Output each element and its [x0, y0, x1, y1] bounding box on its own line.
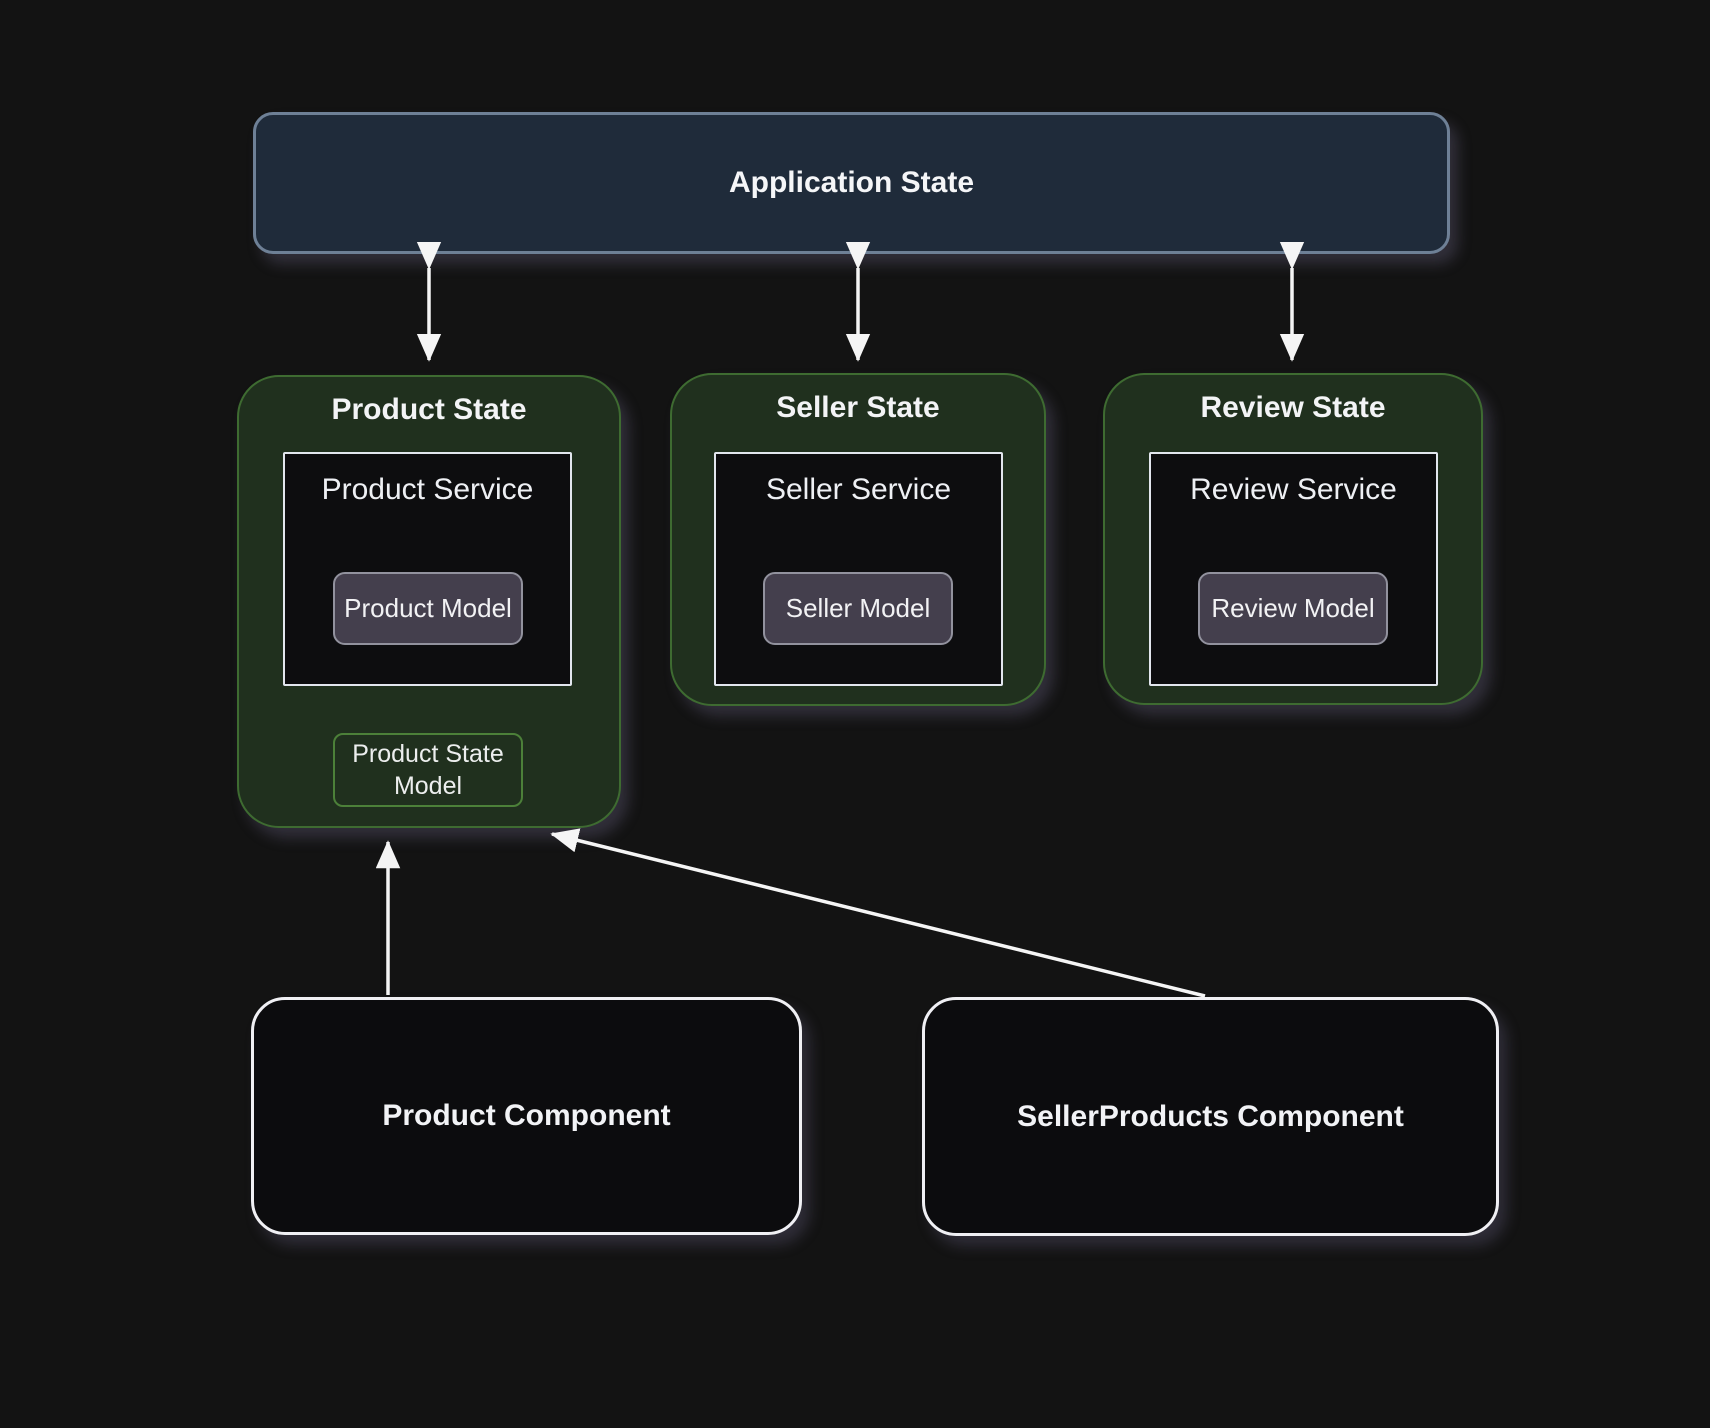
sellerproducts-component-label: SellerProducts Component [1017, 1099, 1404, 1133]
seller-service-node: Seller Service [714, 452, 1003, 686]
product-service-node: Product Service [283, 452, 572, 686]
product-state-label: Product State [331, 393, 527, 426]
seller-model-node: Seller Model [763, 572, 953, 645]
arrow-sellerproducts-productstate [550, 828, 1206, 998]
product-state-model-node: Product State Model [333, 733, 523, 807]
product-model-label: Product Model [344, 593, 512, 623]
product-state-model-label: Product State Model [352, 739, 504, 801]
product-service-label: Product Service [321, 473, 534, 506]
product-component-label: Product Component [382, 1099, 671, 1132]
product-component-node: Product Component [251, 997, 802, 1235]
seller-model-label: Seller Model [785, 593, 931, 623]
seller-state-label: Seller State [776, 391, 940, 424]
review-service-label: Review Service [1190, 473, 1397, 506]
sellerproducts-component-node: SellerProducts Component [922, 997, 1499, 1236]
application-state-node: Application State [253, 112, 1450, 254]
product-model-node: Product Model [333, 572, 523, 645]
review-model-label: Review Model [1211, 593, 1375, 623]
seller-service-label: Seller Service [765, 473, 952, 506]
review-state-label: Review State [1200, 391, 1386, 424]
review-service-node: Review Service [1149, 452, 1438, 686]
review-model-node: Review Model [1198, 572, 1388, 645]
application-state-label: Application State [728, 166, 975, 199]
